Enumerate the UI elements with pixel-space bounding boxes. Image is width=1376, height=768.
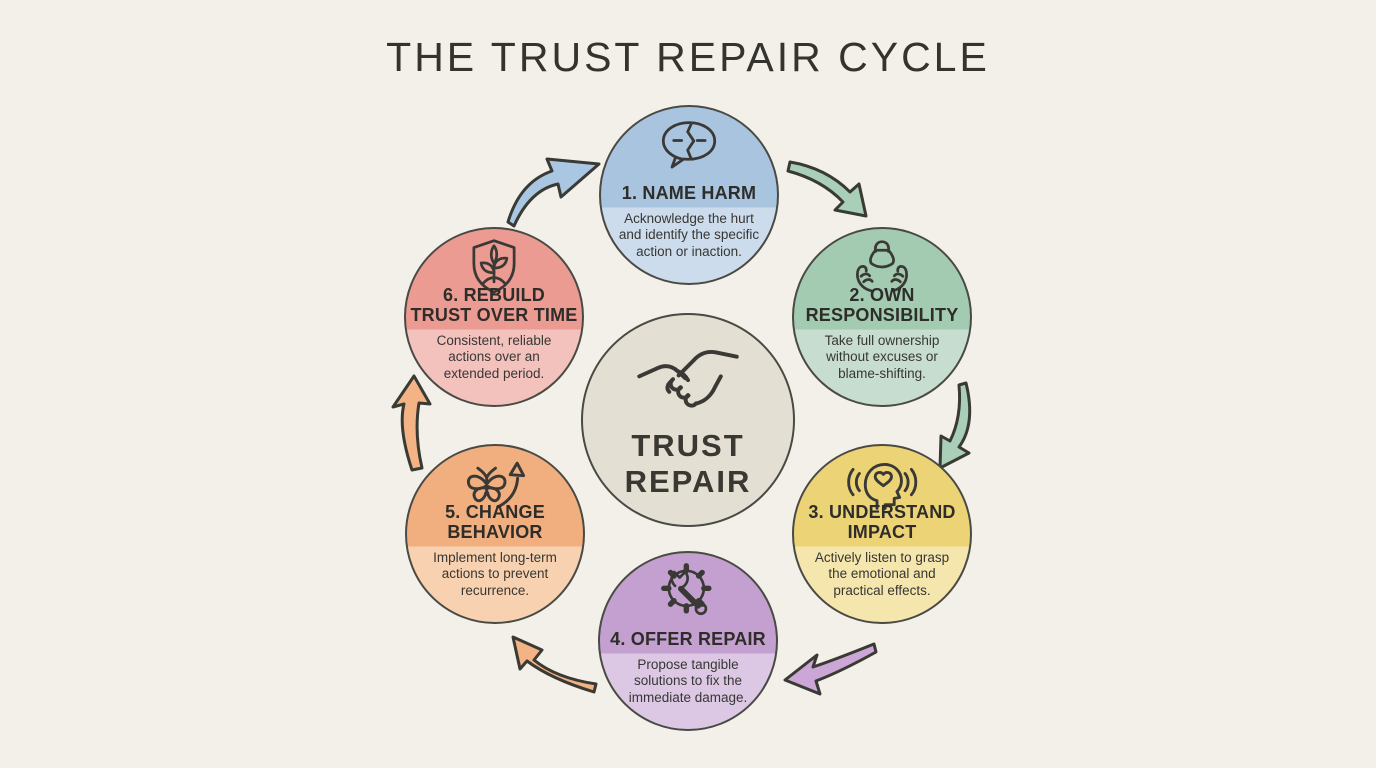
step-circle-2: 2. OWN RESPONSIBILITY Take full ownershi… (792, 227, 972, 407)
step-description: Actively listen to grasp the emotional a… (814, 550, 950, 598)
center-label-line2: REPAIR (624, 463, 752, 499)
step-circle-6: 6. REBUILD TRUST OVER TIME Consistent, r… (404, 227, 584, 407)
page-title: THE TRUST REPAIR CYCLE (386, 34, 990, 80)
step-description: Take full ownership without excuses or b… (824, 333, 940, 381)
arrow-step6-to-step1 (506, 157, 601, 228)
step-title: 4. OFFER REPAIR (610, 628, 766, 649)
gear-wrench-icon (600, 563, 776, 617)
step-description: Consistent, reliable actions over an ext… (436, 333, 552, 381)
step-title: 6. REBUILD TRUST OVER TIME (410, 284, 578, 325)
broken-speech-bubble-icon (601, 117, 777, 171)
step-title: 1. NAME HARM (621, 182, 757, 203)
step-circle-1: 1. NAME HARM Acknowledge the hurt and id… (599, 105, 779, 285)
step-circle-4: 4. OFFER REPAIR Propose tangible solutio… (598, 551, 778, 731)
butterfly-arrow-icon (407, 456, 583, 510)
arrow-step3-to-step4 (783, 642, 878, 696)
handshake-icon (583, 337, 793, 427)
center-label: TRUST REPAIR (583, 428, 793, 499)
arrow-step1-to-step2 (786, 160, 868, 218)
step-title: 5. CHANGE BEHAVIOR (445, 501, 545, 542)
step-description: Propose tangible solutions to fix the im… (628, 657, 748, 705)
step-description: Implement long-term actions to prevent r… (433, 550, 557, 598)
hands-holding-weight-icon (794, 239, 970, 293)
arrow-step4-to-step5 (511, 635, 598, 694)
step-title: 2. OWN RESPONSIBILITY (805, 284, 959, 325)
step-circle-5: 5. CHANGE BEHAVIOR Implement long-term a… (405, 444, 585, 624)
step-circle-3: 3. UNDERSTAND IMPACT Actively listen to … (792, 444, 972, 624)
listening-head-heart-icon (794, 456, 970, 510)
step-title: 3. UNDERSTAND IMPACT (808, 501, 956, 542)
step-description: Acknowledge the hurt and identify the sp… (618, 211, 760, 259)
center-circle: TRUST REPAIR (581, 313, 795, 527)
center-label-line1: TRUST (631, 428, 745, 463)
shield-sprout-icon (406, 239, 582, 294)
